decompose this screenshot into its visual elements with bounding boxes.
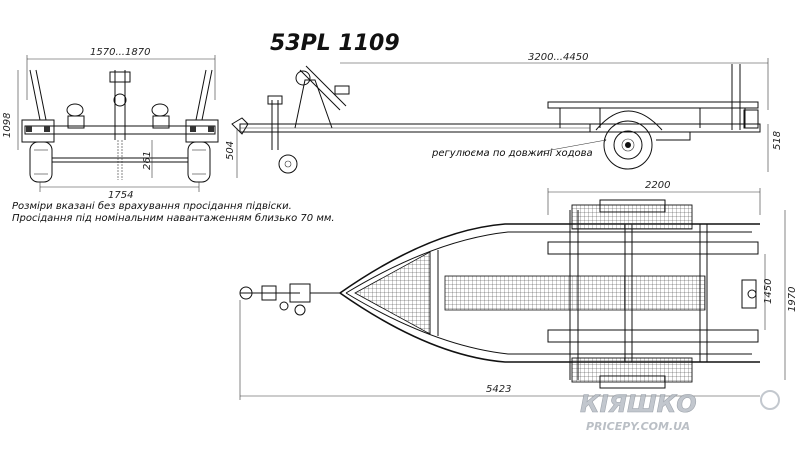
dim-front-261: 261: [142, 151, 153, 170]
model-title: 53PL 1109: [270, 31, 400, 56]
note-line-2: Просідання під номінальним навантаженням…: [12, 212, 335, 224]
dim-top-1450: 1450: [763, 279, 774, 304]
dim-front-height: 1098: [2, 113, 13, 138]
dim-side-504: 504: [225, 141, 236, 160]
note-line-1: Розміри вказані без врахування просіданн…: [12, 200, 292, 212]
dim-top-1970: 1970: [787, 287, 798, 312]
adjust-note: регулюєма по довжині ходова: [431, 147, 593, 159]
dim-side-length: 3200...4450: [528, 52, 588, 63]
watermark-site: PRICEPY.COM.UA: [586, 420, 690, 433]
watermark: КІЯШКО PRICEPY.COM.UA: [580, 390, 780, 433]
notes: Розміри вказані без врахування просіданн…: [12, 200, 335, 224]
dim-front-top-width: 1570...1870: [90, 47, 150, 58]
dim-side-518: 518: [772, 131, 783, 150]
top-view: 2200 1450: [239, 180, 798, 400]
front-view: 1570...1870 1098: [2, 47, 219, 201]
side-view: 3200...4450 504: [225, 52, 783, 178]
dim-front-bottom-width: 1754: [108, 190, 133, 201]
dim-top-2200: 2200: [645, 180, 670, 191]
watermark-brand: КІЯШКО: [580, 390, 697, 418]
dim-top-5423: 5423: [486, 384, 511, 395]
logo-icon: [760, 390, 780, 410]
